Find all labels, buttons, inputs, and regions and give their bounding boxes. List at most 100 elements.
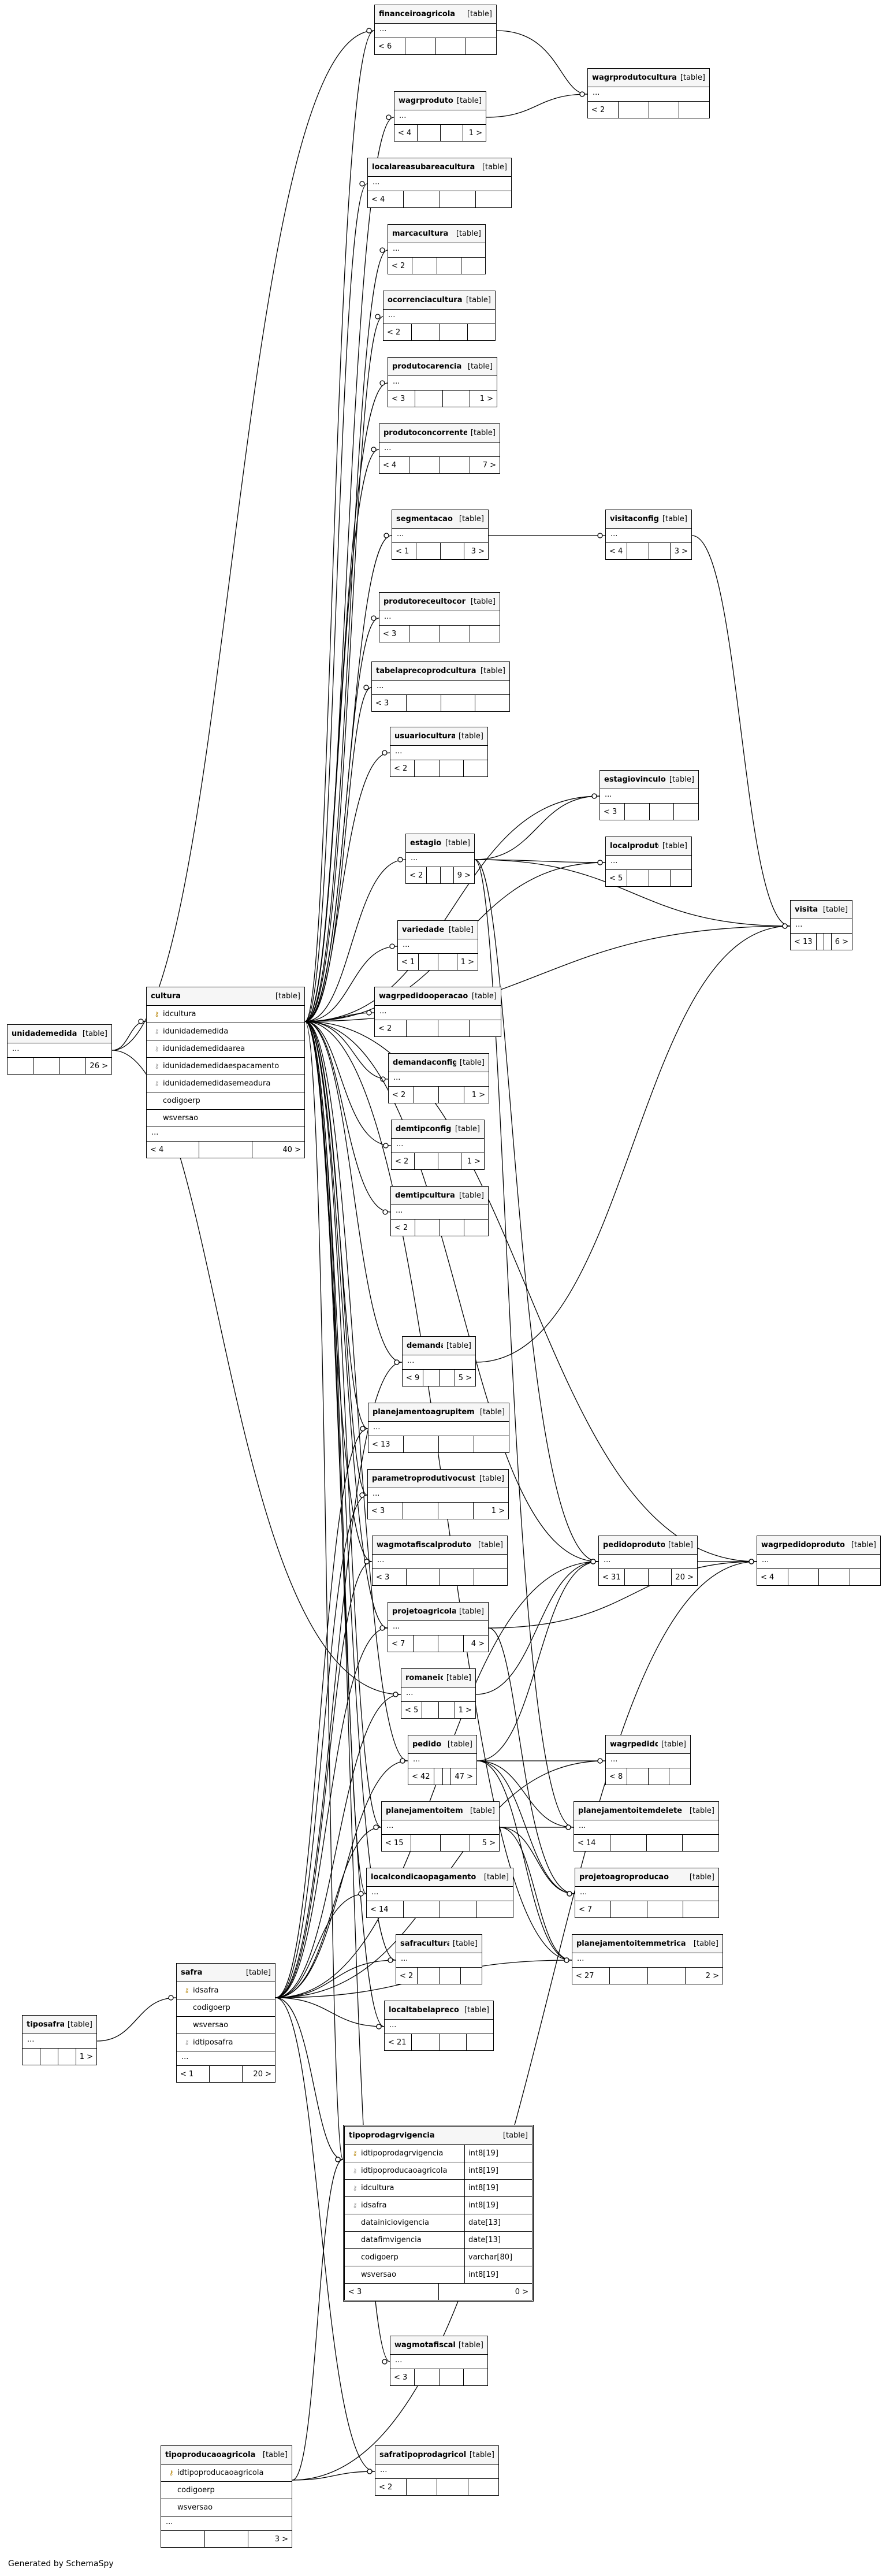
- collapsed-columns[interactable]: ...: [177, 2051, 275, 2066]
- table-wagrpedidooperacao[interactable]: wagrpedidooperacao[table]...< 2: [374, 987, 501, 1037]
- table-header[interactable]: marcacultura[table]: [388, 225, 485, 243]
- table-header[interactable]: tipoprodagrvigencia[table]: [345, 2127, 532, 2145]
- collapsed-columns[interactable]: ...: [606, 529, 691, 543]
- table-tipoprodagrvigencia[interactable]: tipoprodagrvigencia[table]⚷idtipoprodagr…: [343, 2125, 534, 2302]
- table-header[interactable]: cultura[table]: [147, 987, 304, 1006]
- table-name[interactable]: usuariocultura: [394, 732, 455, 741]
- column-row[interactable]: ⚷idcultura: [147, 1006, 304, 1023]
- table-name[interactable]: wagmotafiscalproduto: [377, 1541, 472, 1549]
- table-name[interactable]: variedade: [402, 925, 445, 934]
- table-header[interactable]: demanda[table]: [403, 1337, 475, 1355]
- table-header[interactable]: localtabelapreco[table]: [385, 2001, 493, 2020]
- table-wagrpedidoproduto[interactable]: wagrpedidoproduto[table]...< 4: [757, 1536, 881, 1586]
- collapsed-columns[interactable]: ...: [394, 110, 486, 125]
- table-name[interactable]: tabelaprecoprodcultura: [376, 667, 476, 675]
- table-name[interactable]: romaneio: [405, 1674, 443, 1682]
- table-header[interactable]: visitaconfig[table]: [606, 510, 691, 529]
- column-row[interactable]: ⚷idunidademedidaarea: [147, 1040, 304, 1058]
- table-name[interactable]: planejamentoitemdelete: [578, 1806, 683, 1815]
- table-tiposafra[interactable]: tiposafra[table]...1 >: [22, 2015, 97, 2065]
- column-row[interactable]: ⚷idunidademedida: [147, 1023, 304, 1040]
- table-wagrpedido[interactable]: wagrpedido[table]...< 8: [605, 1735, 691, 1785]
- table-name[interactable]: demanda: [407, 1341, 443, 1350]
- table-header[interactable]: unidademedida[table]: [8, 1025, 111, 1043]
- table-name[interactable]: safratipoprodagricola: [379, 2451, 466, 2459]
- table-header[interactable]: planejamentoagrupitem[table]: [368, 1403, 509, 1422]
- collapsed-columns[interactable]: ...: [396, 1953, 482, 1968]
- collapsed-columns[interactable]: ...: [8, 1043, 111, 1058]
- column-row[interactable]: codigoerp: [161, 2482, 292, 2499]
- table-localareasubareacultura[interactable]: localareasubareacultura[table]...< 4: [367, 158, 512, 208]
- table-header[interactable]: pedidoproduto[table]: [599, 1536, 697, 1555]
- table-header[interactable]: romaneio[table]: [401, 1669, 475, 1687]
- table-name[interactable]: planejamentoagrupitem: [373, 1408, 475, 1417]
- table-projetoagroproducao[interactable]: projetoagroproducao[table]...< 7: [575, 1868, 719, 1918]
- table-name[interactable]: localtabelapreco: [389, 2006, 459, 2014]
- table-tabelaprecoprodcultura[interactable]: tabelaprecoprodcultura[table]...< 3: [371, 661, 510, 712]
- column-row[interactable]: wsversao: [161, 2499, 292, 2516]
- table-name[interactable]: pedidoproduto: [603, 1541, 665, 1549]
- collapsed-columns[interactable]: ...: [385, 2020, 493, 2034]
- table-name[interactable]: financeiroagricola: [379, 10, 456, 18]
- collapsed-columns[interactable]: ...: [388, 243, 485, 258]
- table-header[interactable]: localcondicaopagamento[table]: [367, 1868, 513, 1887]
- column-row[interactable]: ⚷idtipoproducaoagricola: [161, 2465, 292, 2482]
- table-name[interactable]: pedido: [412, 1740, 442, 1749]
- table-demtipcultura[interactable]: demtipcultura[table]...< 2: [390, 1186, 489, 1236]
- table-estagiovinculo[interactable]: estagiovinculo[table]...< 3: [599, 770, 699, 820]
- table-header[interactable]: demtipconfig[table]: [392, 1120, 484, 1139]
- table-name[interactable]: demtipcultura: [395, 1191, 455, 1200]
- collapsed-columns[interactable]: ...: [161, 2516, 292, 2531]
- table-name[interactable]: planejamentoitem: [386, 1806, 463, 1815]
- collapsed-columns[interactable]: ...: [390, 2355, 487, 2369]
- column-row[interactable]: ⚷idtiposafra: [177, 2034, 275, 2051]
- table-name[interactable]: estagiovinculo: [604, 775, 666, 784]
- table-header[interactable]: planejamentoitemmetrica[table]: [572, 1935, 723, 1953]
- table-header[interactable]: segmentacao[table]: [392, 510, 488, 529]
- collapsed-columns[interactable]: ...: [398, 939, 478, 954]
- table-name[interactable]: wagrpedido: [610, 1740, 658, 1749]
- table-name[interactable]: wagrpedidoproduto: [761, 1541, 845, 1549]
- table-header[interactable]: projetoagroproducao[table]: [575, 1868, 718, 1887]
- column-row[interactable]: ⚷idsafra: [177, 1982, 275, 1999]
- column-row[interactable]: ⚷idunidademedidasemeadura: [147, 1075, 304, 1092]
- collapsed-columns[interactable]: ...: [388, 1621, 488, 1635]
- table-header[interactable]: localareasubareacultura[table]: [368, 158, 511, 177]
- table-header[interactable]: parametroprodutivocusto[table]: [368, 1470, 508, 1488]
- collapsed-columns[interactable]: ...: [368, 177, 511, 191]
- table-name[interactable]: localproduto: [610, 842, 659, 850]
- table-name[interactable]: produtoconcorrente: [383, 429, 467, 437]
- table-name[interactable]: marcacultura: [392, 229, 449, 238]
- table-financeiroagricola[interactable]: financeiroagricola[table]...< 6: [374, 5, 497, 55]
- table-name[interactable]: tipoproducaoagricola: [165, 2451, 256, 2459]
- table-header[interactable]: estagio[table]: [406, 834, 474, 853]
- table-safracultura[interactable]: safracultura[table]...< 2: [396, 1934, 482, 1984]
- table-name[interactable]: planejamentoitemmetrica: [576, 1939, 686, 1948]
- table-header[interactable]: produtoreceultocor[table]: [379, 593, 500, 611]
- table-header[interactable]: produtoconcorrente[table]: [379, 424, 500, 443]
- table-usuariocultura[interactable]: usuariocultura[table]...< 2: [390, 727, 488, 777]
- table-ocorrenciacultura[interactable]: ocorrenciacultura[table]...< 2: [383, 291, 496, 341]
- collapsed-columns[interactable]: ...: [375, 1006, 501, 1020]
- table-name[interactable]: safra: [181, 1968, 203, 1977]
- collapsed-columns[interactable]: ...: [379, 611, 500, 626]
- collapsed-columns[interactable]: ...: [379, 443, 500, 457]
- table-header[interactable]: wagrpedidooperacao[table]: [375, 987, 501, 1006]
- column-row[interactable]: wsversao: [177, 2017, 275, 2034]
- table-name[interactable]: wagrprodutocultura: [592, 73, 677, 82]
- table-name[interactable]: tiposafra: [27, 2020, 64, 2029]
- table-name[interactable]: demtipconfig: [396, 1125, 452, 1133]
- table-tipoproducaoagricola[interactable]: tipoproducaoagricola[table]⚷idtipoproduc…: [161, 2445, 292, 2548]
